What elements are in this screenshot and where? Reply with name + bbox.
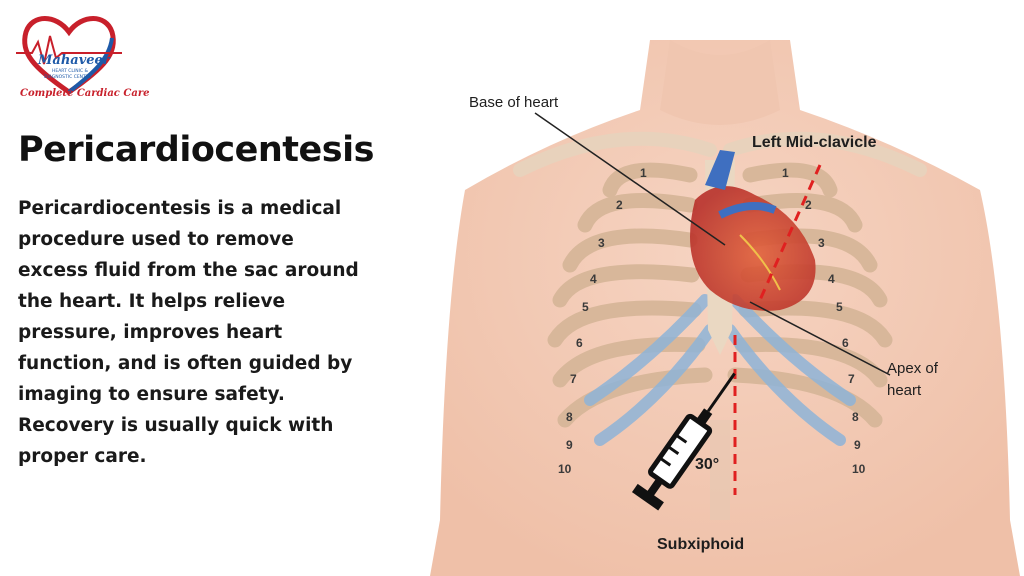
rib-number-left: 2 xyxy=(616,198,623,212)
logo-tagline: Complete Cardiac Care xyxy=(20,88,150,99)
midclavicle-line xyxy=(758,164,822,301)
rib-number-right: 3 xyxy=(818,236,825,250)
rib-number-left: 7 xyxy=(570,372,577,386)
rib-number-left: 4 xyxy=(590,272,597,286)
left-midclavicle-label: Left Mid-clavicle xyxy=(752,134,877,151)
apex-label-line1: Apex of xyxy=(887,360,938,377)
clinic-logo: Mahaveer HEART CLINIC & DIAGNOSTIC CENTR… xyxy=(16,16,122,96)
syringe-icon xyxy=(631,372,736,511)
rib-number-left: 8 xyxy=(566,410,573,424)
description-text: Pericardiocentesis is a medical procedur… xyxy=(18,198,359,467)
page-title: Pericardiocentesis xyxy=(18,130,374,170)
rib-number-left: 10 xyxy=(558,462,572,476)
rib-number-right: 10 xyxy=(852,462,866,476)
heart-outline-icon xyxy=(22,16,116,96)
rib-number-right: 7 xyxy=(848,372,855,386)
subxiphoid-label: Subxiphoid xyxy=(657,536,745,553)
rib-number-right: 9 xyxy=(854,438,861,452)
rib-number-right: 5 xyxy=(836,300,843,314)
angle-label: 30° xyxy=(695,456,720,473)
rib-number-left: 3 xyxy=(598,236,605,250)
logo-name: Mahaveer xyxy=(37,53,111,68)
apex-label-line2: heart xyxy=(887,382,922,399)
ecg-line-icon xyxy=(16,35,122,65)
rib-number-right: 8 xyxy=(852,410,859,424)
apex-of-heart-label: Apex of heart xyxy=(887,358,938,402)
rib-number-left: 9 xyxy=(566,438,573,452)
ribs-left xyxy=(547,162,713,428)
rib-number-right: 2 xyxy=(805,198,812,212)
rib-number-right: 4 xyxy=(828,272,835,286)
logo-sub1: HEART CLINIC & xyxy=(52,68,89,74)
chest-anatomy-illustration xyxy=(430,40,1020,576)
rib-number-left: 5 xyxy=(582,300,589,314)
rib-number-left: 6 xyxy=(576,336,583,350)
rib-number-right: 6 xyxy=(842,336,849,350)
rib-number-left: 1 xyxy=(640,166,647,180)
rib-number-right: 1 xyxy=(782,166,789,180)
base-of-heart-label: Base of heart xyxy=(469,94,559,111)
logo-sub2: DIAGNOSTIC CENTRE xyxy=(44,74,92,80)
